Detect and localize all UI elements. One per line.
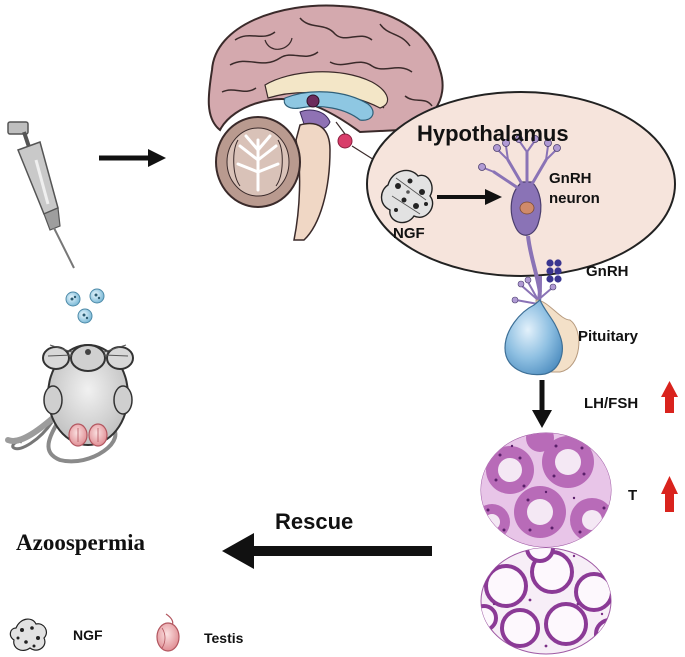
pipette-icon (7, 121, 75, 269)
gnrh-label: GnRH (586, 263, 629, 280)
gnrh-neuron-icon (478, 135, 561, 293)
brain-illustration (207, 4, 444, 241)
gnrh-neuron-label-line1: GnRH (549, 170, 592, 187)
ngf-inset-label: NGF (393, 225, 425, 242)
pituitary-gland-icon (504, 299, 580, 376)
gnrh-neuron-label-line2: neuron (549, 190, 600, 207)
arrow-ngf-to-neuron (437, 189, 502, 205)
legend-ngf-icon (9, 618, 48, 652)
testosterone-label: T (628, 487, 638, 504)
axon-terminal (511, 275, 557, 309)
arrow-pituitary-to-testis (532, 380, 552, 428)
legend-testis-label: Testis (204, 630, 244, 646)
hypothalamus-label: Hypothalamus (417, 121, 569, 146)
rescue-label: Rescue (275, 509, 354, 534)
testis-histology-normal (480, 432, 612, 548)
legend-ngf-label: NGF (73, 627, 103, 643)
azoospermia-label: Azoospermia (16, 530, 146, 555)
arrow-injection-to-brain (99, 149, 166, 167)
rescue-arrow (222, 533, 432, 569)
mouse-icon (5, 344, 134, 464)
gnrh-molecule-icon (546, 259, 562, 283)
ngf-protein-icon (380, 169, 434, 224)
legend-testis-icon (156, 613, 180, 652)
up-arrow-icon (661, 381, 678, 413)
testis-histology-azoospermia (480, 547, 612, 655)
ngf-particles-icon (65, 288, 105, 324)
lh-fsh-label: LH/FSH (584, 395, 639, 412)
up-arrow-icon (661, 476, 678, 512)
pituitary-label: Pituitary (578, 328, 639, 345)
hypothalamus-inset (366, 91, 676, 293)
